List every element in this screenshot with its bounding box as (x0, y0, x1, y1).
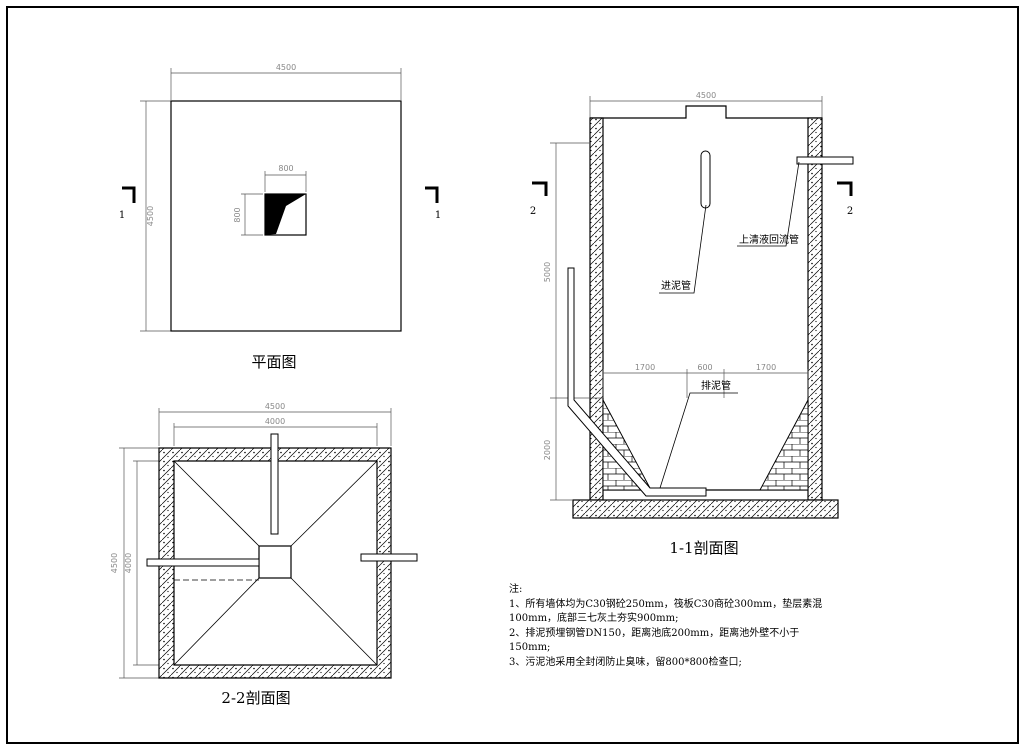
notes-line-1: 1、所有墙体均为C30钢砼250mm，筏板C30商砼300mm，垫层素混 (509, 598, 823, 610)
plan-section-mark-right (425, 186, 439, 203)
s11-section-label-right: 2 (847, 206, 853, 217)
s11-label-overflow: 上清液回流管 (739, 233, 799, 246)
s22-overflow-pipe (360, 553, 418, 562)
s11-drain-pipe (567, 267, 707, 497)
s22-dim-inner-v: 4000 (124, 553, 133, 573)
plan-title: 平面图 (251, 353, 296, 371)
s11-section-mark-right (837, 181, 853, 196)
plan-section-mark-left (122, 186, 136, 203)
plan-opening-fill (265, 194, 306, 235)
s11-right-wall (807, 117, 823, 501)
notes-line-3: 2、排泥预埋钢管DN150，距离池底200mm，距离池外壁不小于 (509, 627, 800, 639)
s11-overflow-pipe (796, 156, 854, 165)
plan-opening-dim-w: 800 (278, 164, 293, 173)
s11-inlet-pipe (700, 150, 711, 209)
s11-dim-bottom-mid: 600 (697, 363, 712, 372)
notes-heading: 注: (509, 584, 523, 595)
section-1-1: 4500 1700 600 1700 5000 2000 (530, 91, 854, 557)
notes-line-2: 100mm，底部三七灰土夯实900mm; (509, 613, 679, 624)
s11-section-mark-left (532, 181, 548, 196)
s11-label-drain: 排泥管 (701, 379, 731, 392)
plan-dim-height: 4500 (146, 206, 155, 226)
plan-outline (170, 100, 402, 332)
s11-dim-upper: 5000 (543, 262, 552, 282)
notes-line-4: 150mm; (509, 642, 551, 653)
s22-dim-outer-v: 4500 (110, 553, 119, 573)
s22-bottom-square (258, 545, 292, 579)
s22-drain-pipe (146, 558, 260, 567)
s11-section-label-left: 2 (530, 206, 536, 217)
s22-dim-inner: 4000 (265, 417, 285, 426)
notes-line-5: 3、污泥池采用全封闭防止臭味，留800*800检查口; (509, 656, 742, 668)
notes-block: 注: 1、所有墙体均为C30钢砼250mm，筏板C30商砼300mm，垫层素混 … (509, 583, 823, 670)
plan-view: 4500 4500 800 800 1 1 平面图 (119, 63, 441, 371)
plan-section-label-right: 1 (435, 210, 441, 221)
s11-label-inlet: 进泥管 (661, 279, 691, 292)
s11-dim-bottom-right: 1700 (756, 363, 776, 372)
s11-title: 1-1剖面图 (669, 539, 738, 557)
s11-base-slab (572, 499, 839, 519)
s22-title: 2-2剖面图 (221, 689, 290, 707)
section-2-2: 4500 4000 4500 4000 2-2剖面图 (110, 402, 418, 707)
s22-inlet-pipe (270, 433, 279, 535)
plan-section-label-left: 1 (119, 210, 125, 221)
s11-dim-lower: 2000 (543, 440, 552, 460)
plan-dim-width: 4500 (276, 63, 296, 72)
plan-opening-dim-h: 800 (233, 207, 242, 222)
s11-dim-top: 4500 (696, 91, 716, 100)
s11-brick-right (759, 399, 809, 491)
s11-dim-bottom-left: 1700 (635, 363, 655, 372)
drawing-frame (6, 6, 1019, 744)
s22-dim-outer: 4500 (265, 402, 285, 411)
